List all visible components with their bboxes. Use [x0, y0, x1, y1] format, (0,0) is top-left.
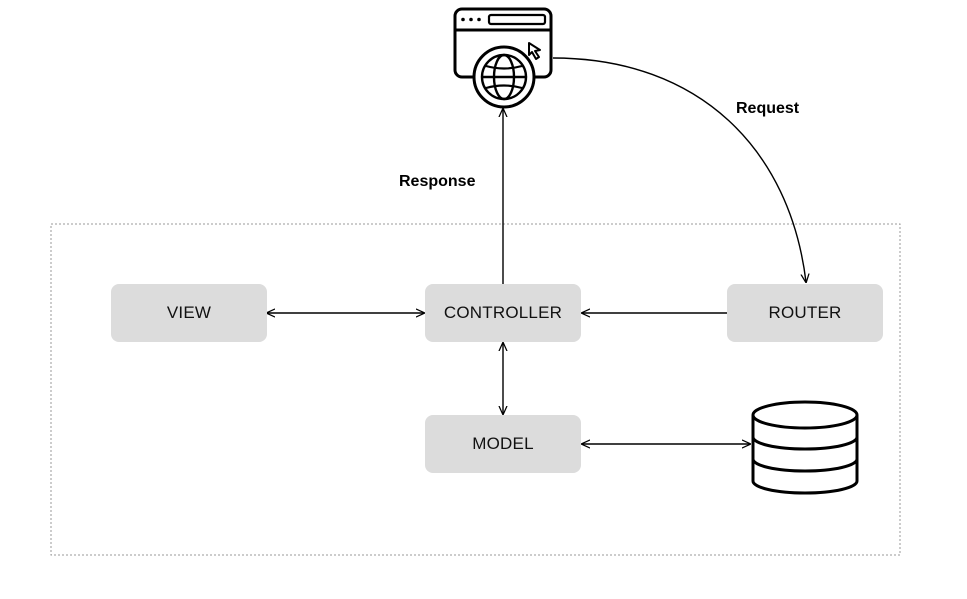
controller-node[interactable]: CONTROLLER [425, 284, 581, 342]
view-node[interactable]: VIEW [111, 284, 267, 342]
response-label: Response [399, 173, 476, 190]
system-boundary [50, 223, 901, 556]
browser-globe-icon [453, 7, 553, 109]
request-connector [552, 57, 806, 282]
model-node[interactable]: MODEL [425, 415, 581, 473]
router-node[interactable]: ROUTER [727, 284, 883, 342]
database-icon [751, 400, 859, 495]
request-label: Request [736, 100, 800, 117]
